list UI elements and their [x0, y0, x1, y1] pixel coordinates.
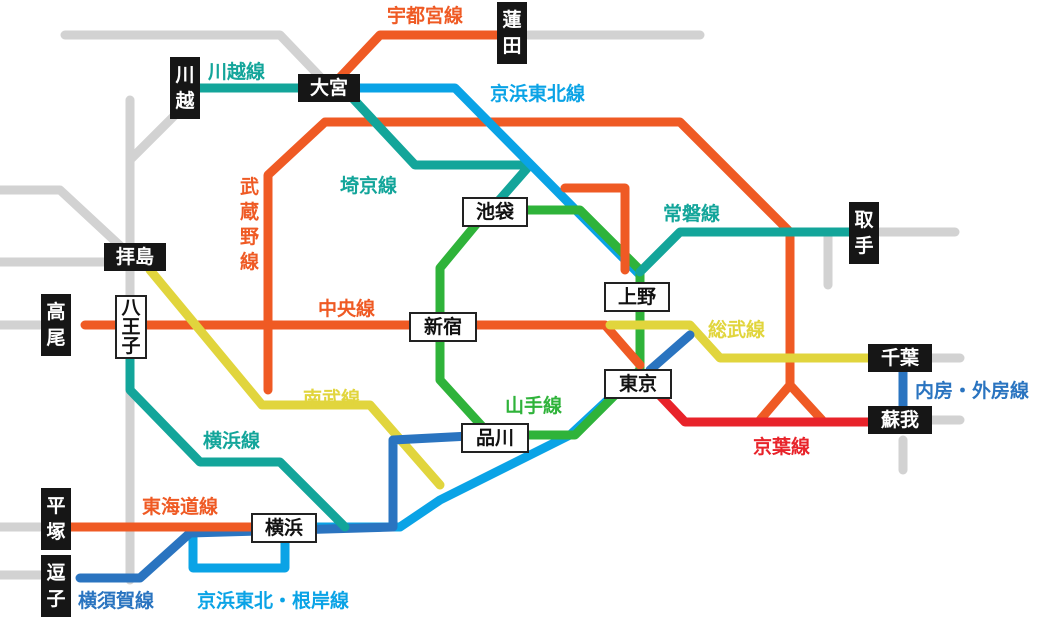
- svg-text:蘇我: 蘇我: [880, 409, 919, 431]
- musashino-line: [263, 117, 827, 425]
- svg-text:田: 田: [502, 35, 521, 57]
- station-hiratsuka[interactable]: 平塚: [41, 488, 71, 550]
- station-zushi[interactable]: 逗子: [41, 555, 71, 617]
- joban-line: [635, 227, 855, 277]
- chuo-line: [80, 320, 645, 370]
- label-joban-line: 常磐線: [663, 202, 720, 225]
- station-toride[interactable]: 取手: [849, 202, 879, 264]
- yamanote-line: [435, 205, 645, 440]
- svg-text:品川: 品川: [476, 427, 514, 449]
- station-shinagawa[interactable]: 品川: [461, 423, 529, 453]
- svg-text:東京: 東京: [619, 372, 657, 395]
- nambu-line: [145, 265, 445, 490]
- svg-text:王: 王: [121, 316, 140, 338]
- label-chuo-line: 中央線: [318, 297, 375, 320]
- sobu-line: [605, 320, 885, 363]
- yokohama-line: [125, 345, 350, 532]
- saikyo-line: [340, 85, 535, 210]
- svg-text:線: 線: [240, 250, 259, 273]
- svg-text:平: 平: [46, 495, 65, 517]
- station-kawagoe[interactable]: 川越: [170, 57, 200, 119]
- station-yokohama[interactable]: 横浜: [251, 513, 317, 543]
- svg-text:高: 高: [46, 300, 65, 323]
- station-shinjuku[interactable]: 新宿: [409, 312, 477, 342]
- station-haijima[interactable]: 拝島: [104, 243, 166, 271]
- svg-text:蓮: 蓮: [502, 9, 521, 31]
- svg-text:逗: 逗: [46, 562, 65, 584]
- station-soga[interactable]: 蘇我: [868, 406, 932, 434]
- label-keihin-negishi-line: 京浜東北・根岸線: [197, 589, 349, 612]
- svg-text:八: 八: [121, 297, 141, 319]
- station-takao[interactable]: 高尾: [41, 294, 71, 356]
- svg-text:尾: 尾: [46, 327, 65, 349]
- station-ikebukuro[interactable]: 池袋: [462, 197, 528, 227]
- svg-text:上野: 上野: [618, 286, 656, 308]
- label-sobu-line: 総武線: [708, 318, 765, 341]
- label-uchibo-sotobo-line: 内房・外房線: [915, 379, 1029, 402]
- station-tokyo[interactable]: 東京: [604, 369, 672, 399]
- label-tokaido-line: 東海道線: [142, 495, 218, 518]
- label-yamanote-line: 山手線: [505, 394, 562, 417]
- svg-text:大宮: 大宮: [310, 76, 348, 99]
- svg-text:蔵: 蔵: [240, 201, 259, 223]
- station-hachioji[interactable]: 八王子: [115, 295, 147, 359]
- utsunomiya-line: [325, 30, 505, 93]
- label-kawagoe-line: 川越線: [207, 60, 265, 83]
- label-saikyo-line: 埼京線: [340, 174, 397, 197]
- svg-text:新宿: 新宿: [424, 315, 462, 338]
- label-yokosuka-line: 横須賀線: [78, 589, 154, 612]
- station-ueno[interactable]: 上野: [604, 282, 670, 312]
- svg-text:手: 手: [854, 234, 873, 257]
- svg-text:子: 子: [121, 335, 140, 357]
- ueno-link-orange: [560, 183, 630, 275]
- svg-text:取: 取: [854, 209, 873, 231]
- label-utsunomiya-line: 宇都宮線: [387, 4, 463, 27]
- svg-text:塚: 塚: [46, 521, 65, 543]
- station-chiba[interactable]: 千葉: [868, 344, 932, 372]
- label-keiyo-line: 京葉線: [753, 435, 810, 458]
- svg-text:武: 武: [240, 176, 259, 198]
- station-omiya[interactable]: 大宮: [298, 74, 360, 102]
- station-hasuda[interactable]: 蓮田: [497, 2, 527, 64]
- svg-text:池袋: 池袋: [476, 200, 515, 223]
- sobu-rapid-line: [645, 330, 695, 375]
- svg-text:子: 子: [46, 588, 65, 610]
- label-yokohama-line: 横浜線: [203, 429, 260, 452]
- svg-text:拝島: 拝島: [116, 245, 154, 268]
- svg-text:千葉: 千葉: [881, 347, 920, 369]
- svg-text:川: 川: [174, 64, 194, 86]
- label-keihin-tohoku-line: 京浜東北線: [490, 82, 585, 105]
- svg-text:野: 野: [240, 226, 259, 248]
- svg-text:越: 越: [174, 89, 195, 112]
- svg-text:横浜: 横浜: [265, 516, 303, 539]
- label-nambu-line: 南武線: [303, 387, 360, 410]
